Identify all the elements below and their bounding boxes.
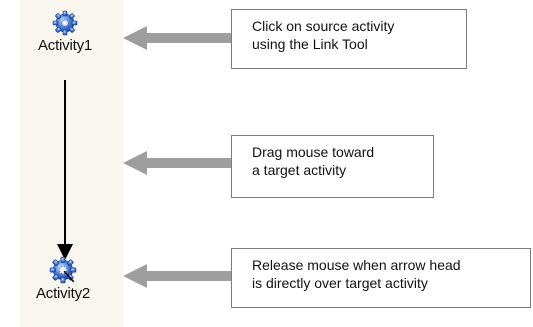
callout-drag-mouse: Drag mouse toward a target activity (231, 135, 434, 198)
pointer-arrow-icon (123, 151, 231, 175)
activity-gear-icon (52, 10, 78, 36)
callout-text-line: Drag mouse toward (252, 144, 375, 160)
activity-gear-icon (49, 256, 77, 284)
activity1-node[interactable]: Activity1 (30, 10, 100, 54)
pointer-arrow-icon (123, 264, 231, 288)
activity2-node[interactable]: Activity2 (28, 256, 98, 302)
callout-text-line: is directly over target activity (252, 275, 428, 291)
pointer-arrow-icon (123, 26, 231, 50)
callout-text-line: Click on source activity (252, 18, 395, 34)
callout-click-source: Click on source activity using the Link … (231, 9, 467, 69)
callout-text-line: a target activity (252, 162, 347, 178)
activity1-label: Activity1 (37, 37, 93, 54)
callout-text-line: using the Link Tool (252, 36, 368, 52)
activity2-label: Activity2 (35, 285, 91, 302)
callout-release-mouse: Release mouse when arrow head is directl… (231, 248, 531, 308)
callout-text-line: Release mouse when arrow head (252, 257, 461, 273)
